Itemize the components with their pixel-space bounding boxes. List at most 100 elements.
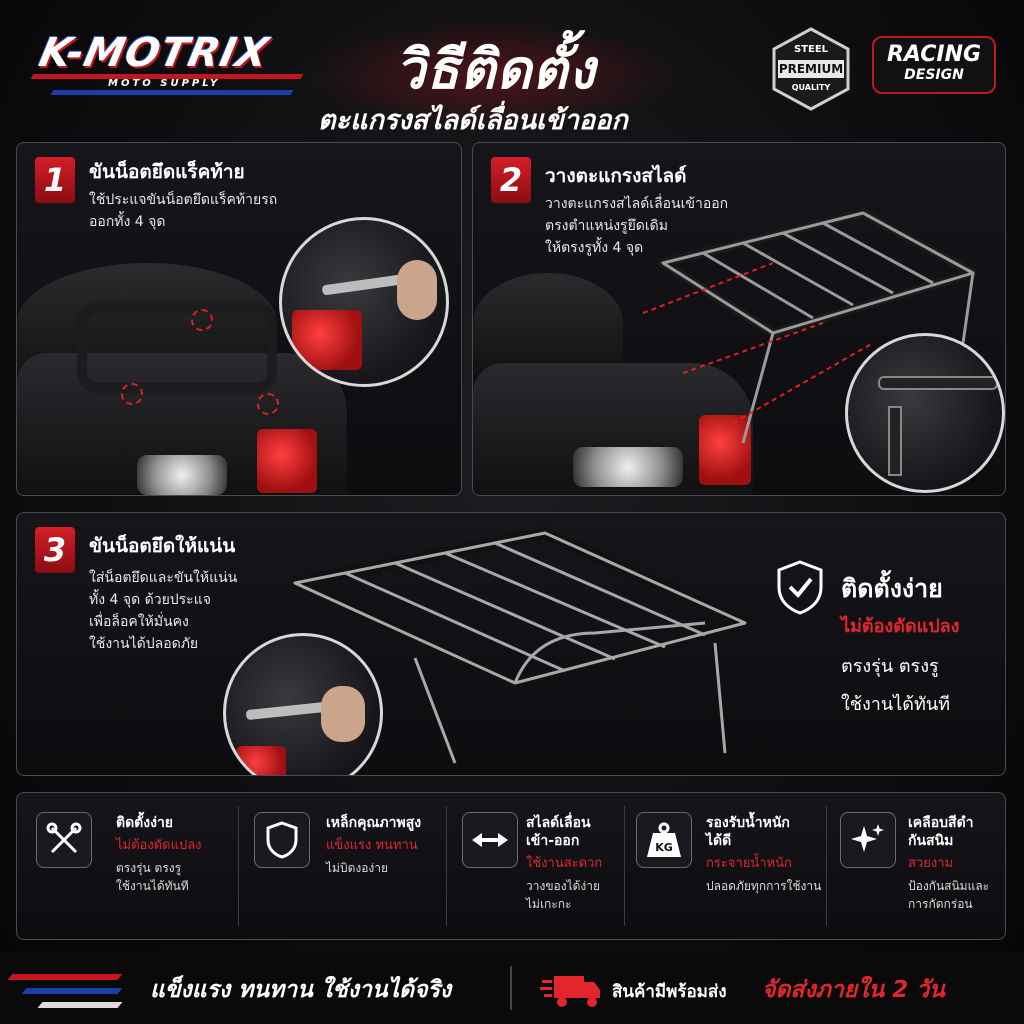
delivery-truck-icon	[540, 970, 602, 1014]
taillight	[699, 415, 751, 485]
step-1-panel: 1 ขันน็อตยึดแร็คท้าย ใช้ประแจขันน็อตยึดแ…	[16, 142, 462, 496]
logo-blue-stripe	[50, 90, 294, 95]
footer-divider	[510, 966, 512, 1010]
footer-white-stripe	[37, 1002, 123, 1008]
feature-title: เคลือบสีดำ กันสนิม	[908, 814, 1000, 850]
step-2-title: วางตะแกรงสไลด์	[545, 165, 687, 187]
feature-desc-line: ตรงรุ่น ตรงรู	[116, 861, 182, 875]
step-1-title: ขันน็อตยึดแร็คท้าย	[89, 161, 245, 183]
cargo-rack-drawing	[642, 208, 978, 444]
footer-blue-stripe	[21, 988, 123, 994]
feature-description: ตรงรุ่น ตรงรู ใช้งานได้ทันที	[116, 859, 236, 895]
step-1-number: 1	[35, 157, 75, 203]
brand-logo: K-MOTRIX MOTO SUPPLY	[22, 24, 322, 102]
feature-easy-install: ติดตั้งง่าย ไม่ต้องดัดแปลง ตรงรุ่น ตรงรู…	[36, 808, 232, 928]
feature-divider	[446, 806, 447, 926]
feature-desc-line: ไม่เกะกะ	[526, 897, 572, 911]
badge-quality-text: QUALITY	[792, 83, 831, 92]
step-3-description: ใส่น็อตยึดและขันให้แน่น ทั้ง 4 จุด ด้วยป…	[89, 567, 237, 655]
easy-install-highlight: ไม่ต้องดัดแปลง	[841, 616, 960, 637]
feature-title: รองรับน้ำหนัก ได้ดี	[706, 814, 836, 850]
feature-desc-line: ปลอดภัยทุกการใช้งาน	[706, 879, 822, 893]
step-desc-line: วางตะแกรงสไลด์เลื่อนเข้าออก	[545, 196, 729, 212]
bolt-marker	[191, 309, 213, 331]
badge-premium-text: PREMIUM	[779, 62, 843, 76]
step-desc-line: ให้ตรงรูทั้ง 4 จุด	[545, 240, 644, 256]
tightening-closeup-inset	[223, 633, 383, 775]
badge-design-text: DESIGN	[904, 67, 964, 83]
hexagon-badge-icon: STEEL PREMIUM QUALITY	[772, 27, 850, 111]
footer-shipping-time: จัดส่งภายใน 2 วัน	[762, 977, 945, 1003]
footer-bar	[0, 952, 1024, 1024]
feature-highlight: ใช้งานสะดวก	[526, 856, 603, 871]
rack-closeup-inset	[845, 333, 1005, 493]
rear-rack	[77, 303, 277, 393]
brand-name: K-MOTRIX	[35, 30, 274, 76]
brand-tagline: MOTO SUPPLY	[108, 78, 221, 89]
feature-desc-line: ใช้งานได้ทันที	[116, 879, 189, 893]
taillight	[292, 310, 362, 370]
footer-slogan: แข็งแรง ทนทาน ใช้งานได้จริง	[150, 977, 452, 1003]
easy-install-line: ใช้งานได้ทันที	[841, 694, 950, 715]
step-2-panel: 2 วางตะแกรงสไลด์ วางตะแกรงสไลด์เลื่อนเข้…	[472, 142, 1006, 496]
feature-highlight: แข็งแรง ทนทาน	[326, 838, 418, 853]
wrench-icon	[321, 274, 403, 296]
page-subtitle: ตะแกรงสไลด์เลื่อนเข้าออก	[318, 105, 628, 136]
footer-ready-to-ship: สินค้ามีพร้อมส่ง	[612, 982, 727, 1002]
weight-kg-icon: KG	[636, 812, 692, 868]
feature-title-line: สไลด์เลื่อน	[526, 815, 591, 831]
step-desc-line: เพื่อล็อคให้มั่นคง	[89, 614, 189, 630]
shield-check-icon	[775, 559, 825, 615]
shield-icon	[254, 812, 310, 868]
feature-weight-support: KG รองรับน้ำหนัก ได้ดี กระจายน้ำหนัก ปลอ…	[636, 808, 826, 928]
turn-signal	[137, 455, 227, 495]
step-1-description: ใช้ประแจขันน็อตยึดแร็คท้ายรถ ออกทั้ง 4 จ…	[89, 189, 277, 233]
feature-slide-in-out: สไลด์เลื่อน เข้า-ออก ใช้งานสะดวก วางของไ…	[462, 808, 622, 928]
feature-highlight: กระจายน้ำหนัก	[706, 856, 792, 871]
badge-steel-text: STEEL	[794, 44, 829, 55]
feature-divider	[826, 806, 827, 926]
feature-title: สไลด์เลื่อน เข้า-ออก	[526, 814, 626, 850]
step-3-number: 3	[35, 527, 75, 573]
feature-description: ปลอดภัยทุกการใช้งาน	[706, 877, 836, 895]
feature-divider	[238, 806, 239, 926]
easy-install-title: ติดตั้งง่าย	[841, 574, 943, 603]
hand	[321, 686, 365, 742]
feature-title-line: กันสนิม	[908, 833, 954, 849]
motorcycle-seat	[473, 273, 623, 373]
header-glow	[300, 20, 680, 130]
racing-design-badge: RACING DESIGN	[872, 36, 996, 94]
tools-icon	[36, 812, 92, 868]
feature-title-line: เคลือบสีดำ	[908, 815, 974, 831]
feature-title-line: รองรับน้ำหนัก	[706, 815, 790, 831]
wrench-closeup-inset	[279, 217, 449, 387]
hand	[397, 260, 437, 320]
step-desc-line: ทั้ง 4 จุด ด้วยประแจ	[89, 592, 211, 608]
cargo-rack-large-drawing	[289, 527, 751, 764]
feature-description: วางของได้ง่าย ไม่เกะกะ	[526, 877, 626, 913]
step-2-description: วางตะแกรงสไลด์เลื่อนเข้าออก ตรงตำแหน่งรู…	[545, 193, 728, 259]
steel-premium-badge: STEEL PREMIUM QUALITY	[768, 26, 854, 112]
feature-description: ไม่บิดงอง่าย	[326, 859, 446, 877]
footer-red-stripe	[7, 974, 123, 980]
rack-bar	[878, 376, 998, 390]
feature-divider	[624, 806, 625, 926]
feature-highlight: สวยงาม	[908, 856, 954, 871]
step-desc-line: ใช้ประแจขันน็อตยึดแร็คท้ายรถ	[89, 192, 278, 208]
turn-signal	[573, 447, 683, 487]
taillight	[257, 429, 317, 493]
weight-kg-text: KG	[655, 841, 673, 854]
sparkle-icon	[840, 812, 896, 868]
page-title: วิธีติดตั้ง	[395, 38, 596, 101]
easy-install-line: ตรงรุ่น ตรงรู	[841, 656, 939, 677]
feature-highlight: ไม่ต้องดัดแปลง	[116, 838, 202, 853]
feature-title: ติดตั้งง่าย	[116, 815, 174, 831]
feature-black-coating: เคลือบสีดำ กันสนิม สวยงาม ป้องกันสนิมและ…	[840, 808, 1000, 928]
slide-arrows-icon	[462, 812, 518, 868]
feature-desc-line: การกัดกร่อน	[908, 897, 973, 911]
step-3-panel: 3 ขันน็อตยึดให้แน่น ใส่น็อตยึดและขันให้แ…	[16, 512, 1006, 776]
feature-desc-line: ไม่บิดงอง่าย	[326, 861, 389, 875]
feature-title: เหล็กคุณภาพสูง	[326, 815, 422, 831]
feature-desc-line: วางของได้ง่าย	[526, 879, 601, 893]
bolt-marker	[121, 383, 143, 405]
